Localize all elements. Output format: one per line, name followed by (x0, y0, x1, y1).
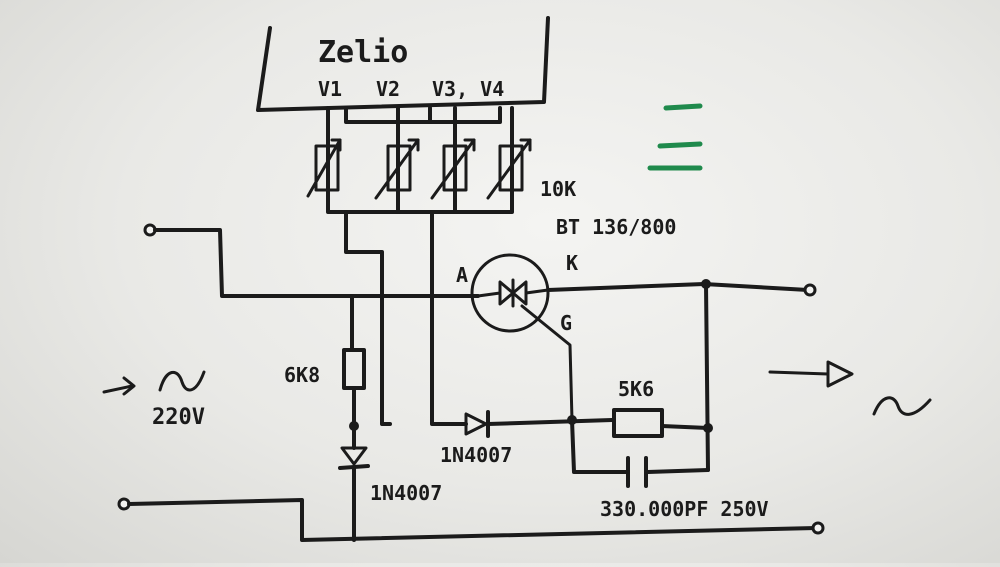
junction-5k6 (703, 423, 713, 433)
variable-resistor-4 (486, 138, 532, 200)
arrow-right-icon (102, 376, 136, 396)
variable-resistor-3 (430, 138, 476, 200)
output-label-v1: V1 (318, 77, 342, 101)
diode-vertical-label: 1N4007 (370, 481, 442, 505)
capacitor (570, 418, 710, 488)
triac-part-label: BT 136/800 (556, 215, 676, 239)
diode-horizontal (438, 410, 614, 438)
tilde-icon (872, 396, 932, 416)
phase-line (153, 228, 480, 298)
output-terminal-bottom (811, 521, 825, 535)
triac-symbol (470, 253, 574, 422)
resistor-6k8-branch (342, 294, 366, 428)
potentiometer-value-label: 10K (540, 177, 576, 201)
zelio-controller-box (256, 16, 550, 112)
potentiometer-wiring (326, 106, 514, 214)
capacitor-label: 330.000PF 250V (600, 497, 769, 521)
output-line (546, 282, 810, 472)
variable-resistor-2 (374, 138, 420, 200)
tilde-icon (158, 370, 206, 392)
output-label-v3-v4: V3, V4 (432, 77, 504, 101)
resistor-6k8-label: 6K8 (284, 363, 320, 387)
output-terminal-top (803, 283, 817, 297)
output-junction (701, 279, 711, 289)
triac-cathode-label: K (566, 251, 578, 275)
neutral-line (127, 498, 818, 542)
control-wiring (344, 210, 442, 426)
diode-horizontal-label: 1N4007 (440, 443, 512, 467)
resistor-5k6 (612, 408, 710, 438)
controller-label: Zelio (318, 35, 408, 70)
arrow-right-icon (768, 360, 854, 388)
green-marker-strokes (647, 103, 703, 171)
triac-gate-label: G (560, 311, 572, 335)
diode-vertical (338, 424, 370, 542)
resistor-5k6-label: 5K6 (618, 377, 654, 401)
input-voltage-label: 220V (152, 405, 205, 430)
triac-anode-label: A (456, 263, 468, 287)
variable-resistor-1 (306, 138, 342, 198)
output-label-v2: V2 (376, 77, 400, 101)
